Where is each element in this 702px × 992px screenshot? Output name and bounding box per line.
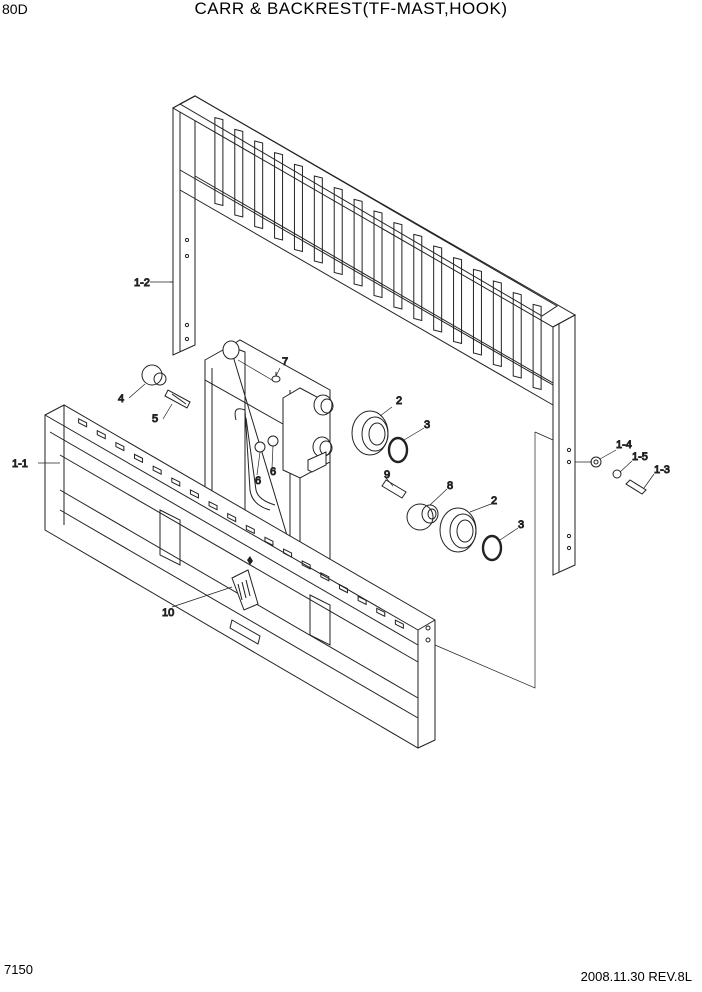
backrest-slat <box>234 128 244 218</box>
backrest-slat <box>393 222 403 310</box>
backrest-slat <box>353 198 363 287</box>
roller-shim[interactable] <box>406 503 439 531</box>
hook-notch <box>189 489 199 499</box>
backrest-slat <box>413 233 423 322</box>
bearing-lower[interactable] <box>439 507 477 553</box>
page-title: CARR & BACKREST(TF-MAST,HOOK) <box>194 0 508 18</box>
nut-right[interactable] <box>267 435 279 447</box>
bearing-upper[interactable] <box>351 410 389 456</box>
hook-notch <box>152 465 162 476</box>
callout-2-lower: 2 <box>491 495 497 507</box>
hook-notch <box>96 429 106 440</box>
callout-1-2: 1-2 <box>134 277 150 289</box>
nut-left[interactable] <box>254 441 266 453</box>
spring-pin[interactable] <box>381 479 407 499</box>
backrest-slat <box>433 245 443 333</box>
model-code: 80D <box>2 1 28 17</box>
grease-nipple[interactable] <box>271 372 281 383</box>
callout-1-4: 1-4 <box>616 439 632 451</box>
spring-washer-1-5[interactable] <box>612 469 622 479</box>
callout-3-upper: 3 <box>424 419 430 431</box>
callout-1-3: 1-3 <box>654 464 670 476</box>
hook-notch <box>227 512 237 523</box>
callout-7: 7 <box>282 356 288 368</box>
backrest-slat <box>313 175 323 264</box>
roller-stub-top[interactable] <box>222 340 240 360</box>
backrest-slat <box>274 152 284 241</box>
backrest-slat <box>492 280 502 368</box>
hook-notch <box>115 441 125 452</box>
label-plate[interactable] <box>231 556 259 611</box>
backrest-slat <box>373 210 383 299</box>
stopper-block[interactable] <box>141 364 167 386</box>
backrest-slat <box>214 117 224 207</box>
hook-notch <box>283 548 293 558</box>
callout-5: 5 <box>152 413 158 425</box>
bolt-1-3[interactable] <box>625 479 647 495</box>
hook-notch <box>134 453 144 464</box>
hook-notch <box>394 619 404 629</box>
hook-notch <box>264 536 274 547</box>
backrest-slat <box>254 140 264 230</box>
hook-notch <box>245 524 255 535</box>
roller-stub-upper[interactable] <box>313 394 334 416</box>
backrest-slat <box>333 187 343 276</box>
hook-notch <box>171 477 181 487</box>
page-number: 7150 <box>4 962 33 977</box>
leader-lines <box>38 281 655 689</box>
callout-9: 9 <box>384 469 390 481</box>
backrest-slat <box>472 268 482 356</box>
hook-notch <box>208 500 218 511</box>
hook-notch <box>376 607 386 618</box>
snap-ring-upper[interactable] <box>387 436 409 464</box>
hook-notch <box>357 595 367 606</box>
backrest-slats <box>214 117 542 391</box>
date-revision: 2008.11.30 REV.8L <box>580 969 692 984</box>
stud-bolt[interactable] <box>164 389 191 409</box>
callout-3-lower: 3 <box>518 519 524 531</box>
callout-2-upper: 2 <box>396 395 402 407</box>
callout-10: 10 <box>162 607 174 619</box>
callout-4: 4 <box>118 393 124 405</box>
hook-notch <box>320 571 330 582</box>
callout-6-left: 6 <box>255 475 261 487</box>
callout-1-5: 1-5 <box>632 451 648 463</box>
hook-notch <box>301 560 311 570</box>
backrest-slat <box>532 303 542 391</box>
washer-1-4[interactable] <box>590 456 602 468</box>
backrest-slat <box>293 163 303 253</box>
callout-8: 8 <box>447 480 453 492</box>
callout-6-right: 6 <box>270 466 276 478</box>
backrest-slat <box>512 292 522 379</box>
callout-1-1: 1-1 <box>12 458 28 470</box>
snap-ring-lower[interactable] <box>481 534 503 562</box>
backrest-slat <box>453 257 463 345</box>
hook-notch <box>78 418 88 428</box>
hook-notch <box>338 583 348 594</box>
